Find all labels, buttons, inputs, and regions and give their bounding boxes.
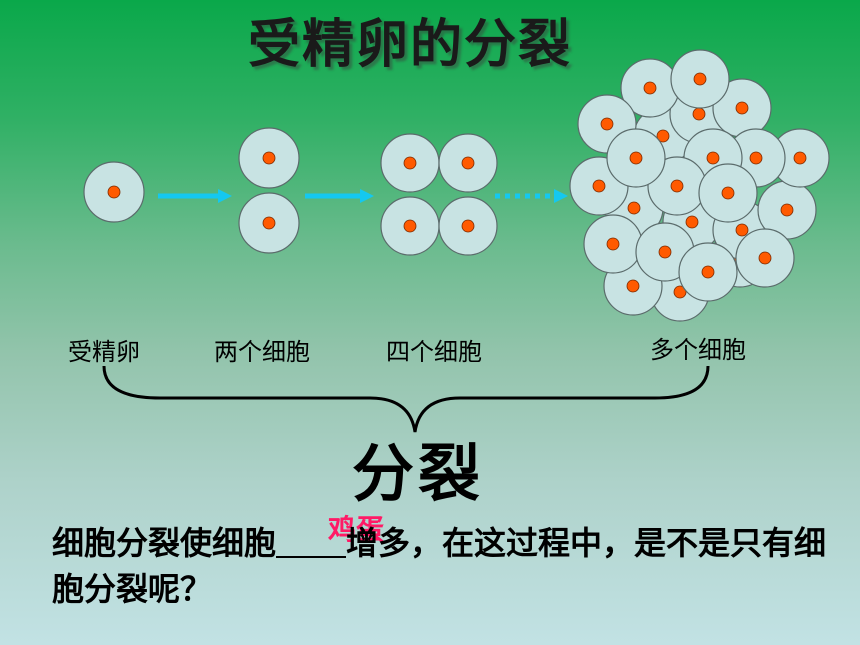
- cell-nucleus: [629, 151, 643, 165]
- cell-nucleus: [721, 186, 735, 200]
- cell-nucleus: [600, 117, 614, 131]
- cell-nucleus: [780, 203, 794, 217]
- slide-title: 受精卵的分裂: [247, 14, 572, 75]
- division-heading: 分裂: [352, 437, 485, 510]
- zygote-cell: [83, 161, 145, 223]
- cell-nucleus: [701, 265, 715, 279]
- cell-nucleus: [606, 237, 620, 251]
- stage-label-many-cells: 多个细胞: [650, 336, 746, 364]
- cell-nucleus: [656, 129, 670, 143]
- arrow-3-dotted: [495, 189, 568, 203]
- stage-label-two-cells: 两个细胞: [214, 338, 310, 366]
- curly-brace: [102, 365, 710, 433]
- cell-nucleus: [670, 179, 684, 193]
- cell-nucleus: [627, 201, 641, 215]
- stage-label-four-cells: 四个细胞: [386, 338, 482, 366]
- cell-nucleus: [735, 101, 749, 115]
- cell-nucleus: [706, 151, 720, 165]
- arrow-1: [158, 189, 232, 203]
- cell-nucleus: [692, 107, 706, 121]
- cell-nucleus: [758, 251, 772, 265]
- many-cells-cluster: [569, 49, 830, 322]
- answer-word: 鸡蛋: [328, 513, 385, 546]
- cell-nucleus: [626, 279, 640, 293]
- sentence-part-1: 细胞分裂使细胞: [52, 524, 277, 562]
- two-cells: [238, 127, 300, 254]
- cell-nucleus: [693, 72, 707, 86]
- arrow-2: [305, 189, 374, 203]
- cell-nucleus: [735, 223, 749, 237]
- cell-nucleus: [592, 179, 606, 193]
- cell-nucleus: [749, 151, 763, 165]
- four-cells: [380, 133, 498, 256]
- question-paragraph: 细胞分裂使细胞增多，在这过程中，是不是只有细胞分裂呢？: [52, 520, 842, 612]
- cell-nucleus: [685, 215, 699, 229]
- cell-nucleus: [658, 245, 672, 259]
- cell-nucleus: [673, 285, 687, 299]
- cell-nucleus: [643, 81, 657, 95]
- cell-nucleus: [793, 151, 807, 165]
- answer-blank: [276, 526, 347, 558]
- sentence-part-2: 增多，在这过程中，是不是只有细胞分裂呢？: [52, 524, 827, 608]
- stage-label-zygote: 受精卵: [68, 338, 140, 366]
